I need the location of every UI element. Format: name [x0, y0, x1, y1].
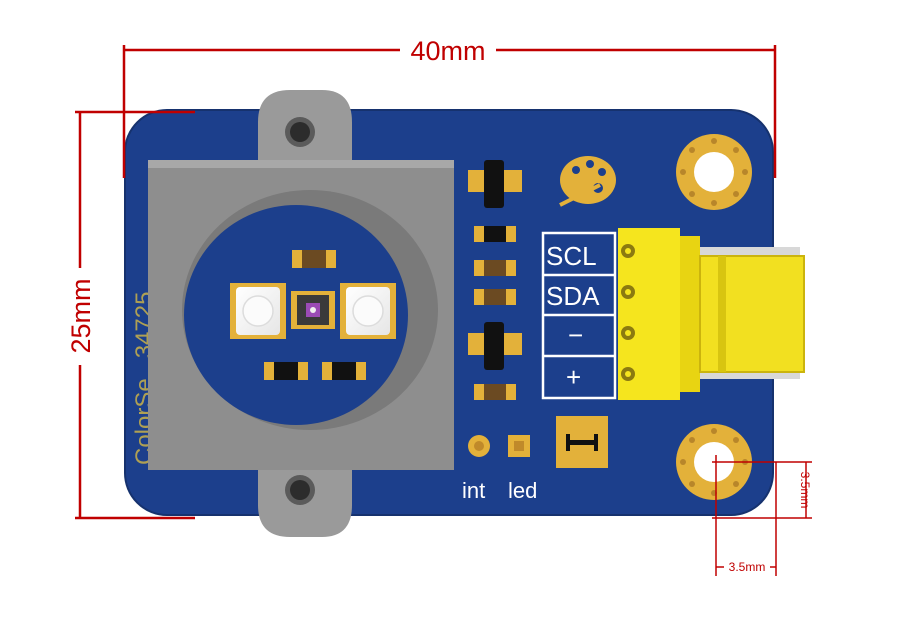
- white-led-right: [340, 283, 396, 339]
- height-label: 25mm: [66, 278, 96, 353]
- led-label: led: [508, 478, 537, 503]
- transistor-bottom: [468, 322, 522, 370]
- solder-jumper: [556, 416, 608, 468]
- pin-label-box: [541, 231, 617, 400]
- capacitor-1: [474, 260, 516, 276]
- capacitor-3: [474, 384, 516, 400]
- mount-hole-top-right: [676, 134, 752, 210]
- pin-label-gnd: −: [568, 320, 583, 350]
- palette-icon: [559, 156, 616, 207]
- int-pad: [468, 435, 490, 457]
- int-label: int: [462, 478, 485, 503]
- capacitor-bore-top: [292, 250, 336, 268]
- color-sensor-chip: [291, 291, 335, 329]
- transistor-top: [468, 160, 522, 208]
- led-pad: [508, 435, 530, 457]
- resistor-bore-left: [264, 362, 308, 380]
- pin-label-scl: SCL: [546, 241, 597, 271]
- dimension-height: [75, 110, 195, 520]
- capacitor-2: [474, 289, 516, 305]
- width-label: 40mm: [410, 36, 485, 66]
- pin-label-vcc: +: [566, 362, 581, 392]
- resistor-1: [474, 226, 516, 242]
- white-led-left: [230, 283, 286, 339]
- dimension-hole-offset: [712, 455, 812, 576]
- pin-label-sda: SDA: [546, 281, 600, 311]
- hole-offset-horizontal-label: 3.5mm: [729, 560, 766, 574]
- resistor-bore-right: [322, 362, 366, 380]
- hole-offset-vertical-label: 3.5mm: [798, 472, 812, 509]
- header-connector: [618, 228, 805, 400]
